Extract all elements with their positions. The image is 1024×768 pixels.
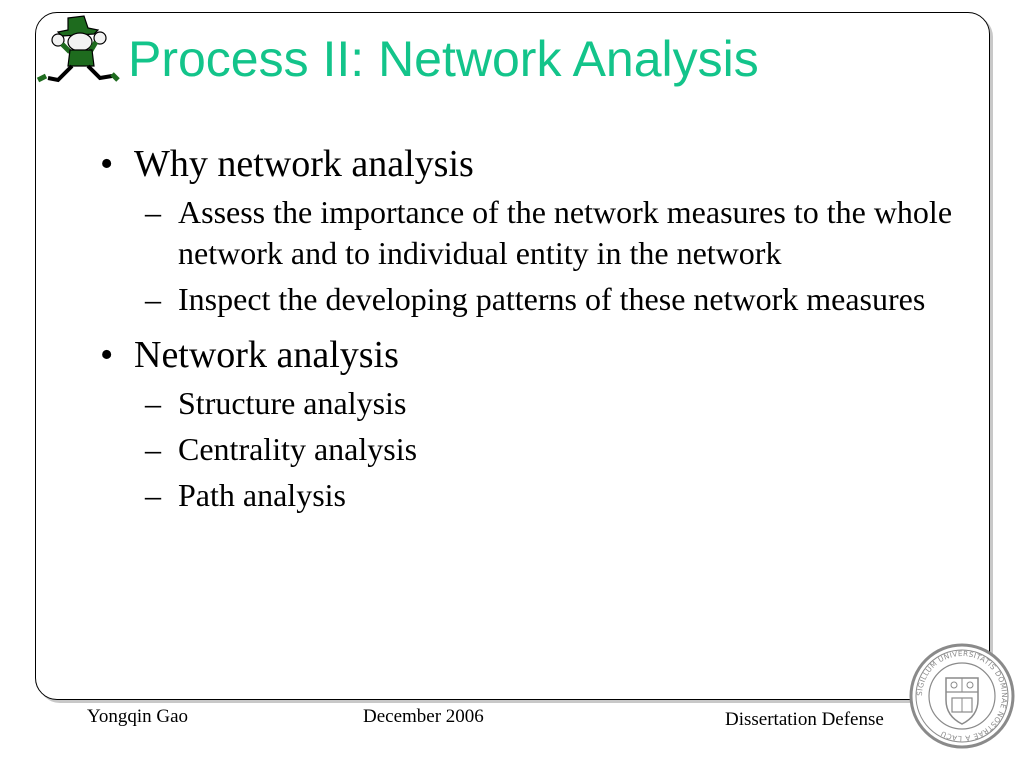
sub-bullet-text: Centrality analysis (178, 431, 418, 467)
footer-author: Yongqin Gao (87, 706, 189, 727)
sub-bullet-item: – Structure analysis (145, 383, 958, 424)
dash-glyph: – (145, 194, 161, 230)
bullet-list: • Why network analysis – Assess the impo… (100, 142, 960, 521)
sub-bullet-text: Inspect the developing patterns of these… (178, 281, 926, 317)
bullet-glyph: • (100, 334, 114, 376)
sub-bullet-item: – Centrality analysis (145, 429, 958, 470)
footer-event: Dissertation Defense (725, 709, 884, 730)
sub-bullet-item: – Assess the importance of the network m… (145, 192, 958, 274)
dash-glyph: – (145, 477, 161, 513)
dash-glyph: – (145, 385, 161, 421)
dash-glyph: – (145, 431, 161, 467)
slide-title: Process II: Network Analysis (128, 31, 759, 87)
sub-bullet-item: – Path analysis (145, 475, 958, 516)
university-seal-icon: SIGILLUM UNIVERSITATIS DOMINAE NOSTRAE A… (909, 643, 1015, 749)
sub-bullet-item: – Inspect the developing patterns of the… (145, 279, 958, 320)
slide-frame (35, 12, 990, 700)
bullet-item: • Why network analysis (100, 142, 960, 186)
sub-bullet-text: Assess the importance of the network mea… (178, 194, 953, 271)
footer-date: December 2006 (363, 706, 484, 727)
bullet-text: Network analysis (134, 334, 399, 376)
bullet-text: Why network analysis (134, 143, 474, 185)
bullet-item: • Network analysis (100, 333, 960, 377)
leprechaun-mascot-icon (36, 15, 120, 83)
sub-bullet-text: Path analysis (178, 477, 346, 513)
sub-bullet-text: Structure analysis (178, 385, 407, 421)
bullet-glyph: • (100, 143, 114, 185)
dash-glyph: – (145, 281, 161, 317)
